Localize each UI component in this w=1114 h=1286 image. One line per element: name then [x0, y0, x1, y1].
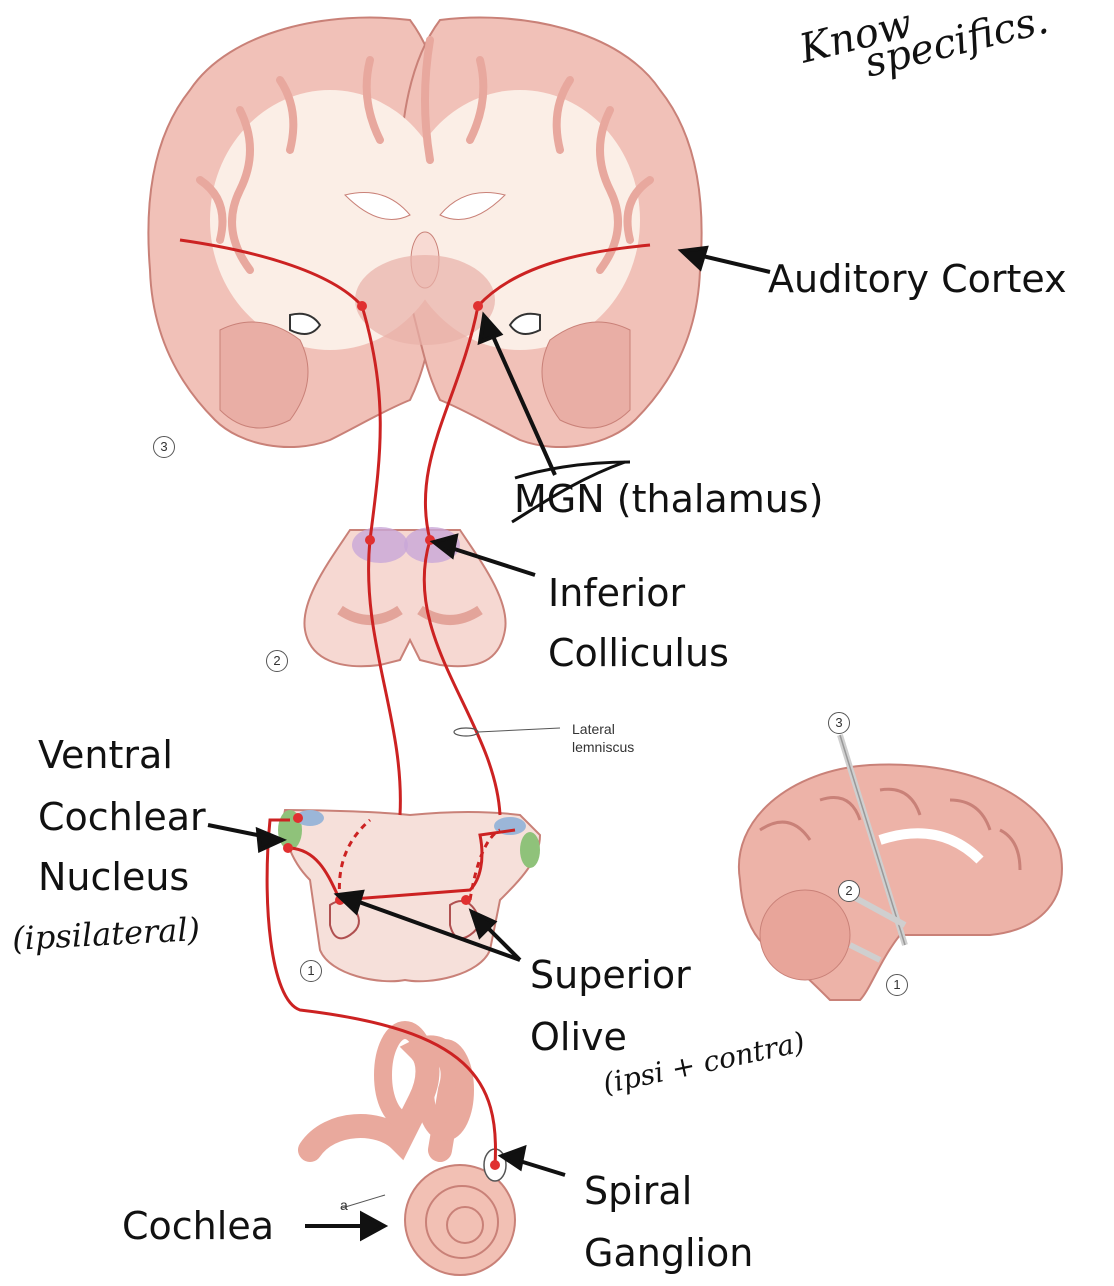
section-number-1: 1 [300, 960, 322, 982]
label-mgn: MGN [514, 477, 605, 521]
label-ganglion: Ganglion [584, 1232, 753, 1275]
label-inferior: Inferior [548, 572, 685, 615]
label-lemniscus: lemniscus [572, 740, 634, 756]
label-cochlea: Cochlea [122, 1205, 274, 1248]
section-number-2: 2 [266, 650, 288, 672]
label-auditory-cortex: Auditory Cortex [768, 258, 1067, 301]
sagittal-brain-inset [739, 735, 1062, 1000]
midbrain-section [304, 527, 505, 666]
label-lateral: Lateral [572, 722, 615, 738]
label-superior: Superior [530, 954, 691, 997]
label-nucleus: Nucleus [38, 856, 189, 899]
label-mgn-thalamus: MGN (thalamus) [514, 478, 823, 521]
label-ventral: Ventral [38, 734, 173, 777]
inner-ear [310, 1030, 515, 1275]
label-cochlear: Cochlear [38, 796, 206, 839]
section-number-3: 3 [153, 436, 175, 458]
label-colliculus: Colliculus [548, 632, 729, 675]
label-spiral: Spiral [584, 1170, 692, 1213]
label-small-a: a [340, 1198, 348, 1214]
sagittal-number-1: 1 [886, 974, 908, 996]
label-thalamus: (thalamus) [617, 477, 824, 521]
sagittal-number-2: 2 [838, 880, 860, 902]
coronal-brain-section [148, 18, 701, 448]
label-olive: Olive [530, 1016, 627, 1059]
sagittal-number-3: 3 [828, 712, 850, 734]
